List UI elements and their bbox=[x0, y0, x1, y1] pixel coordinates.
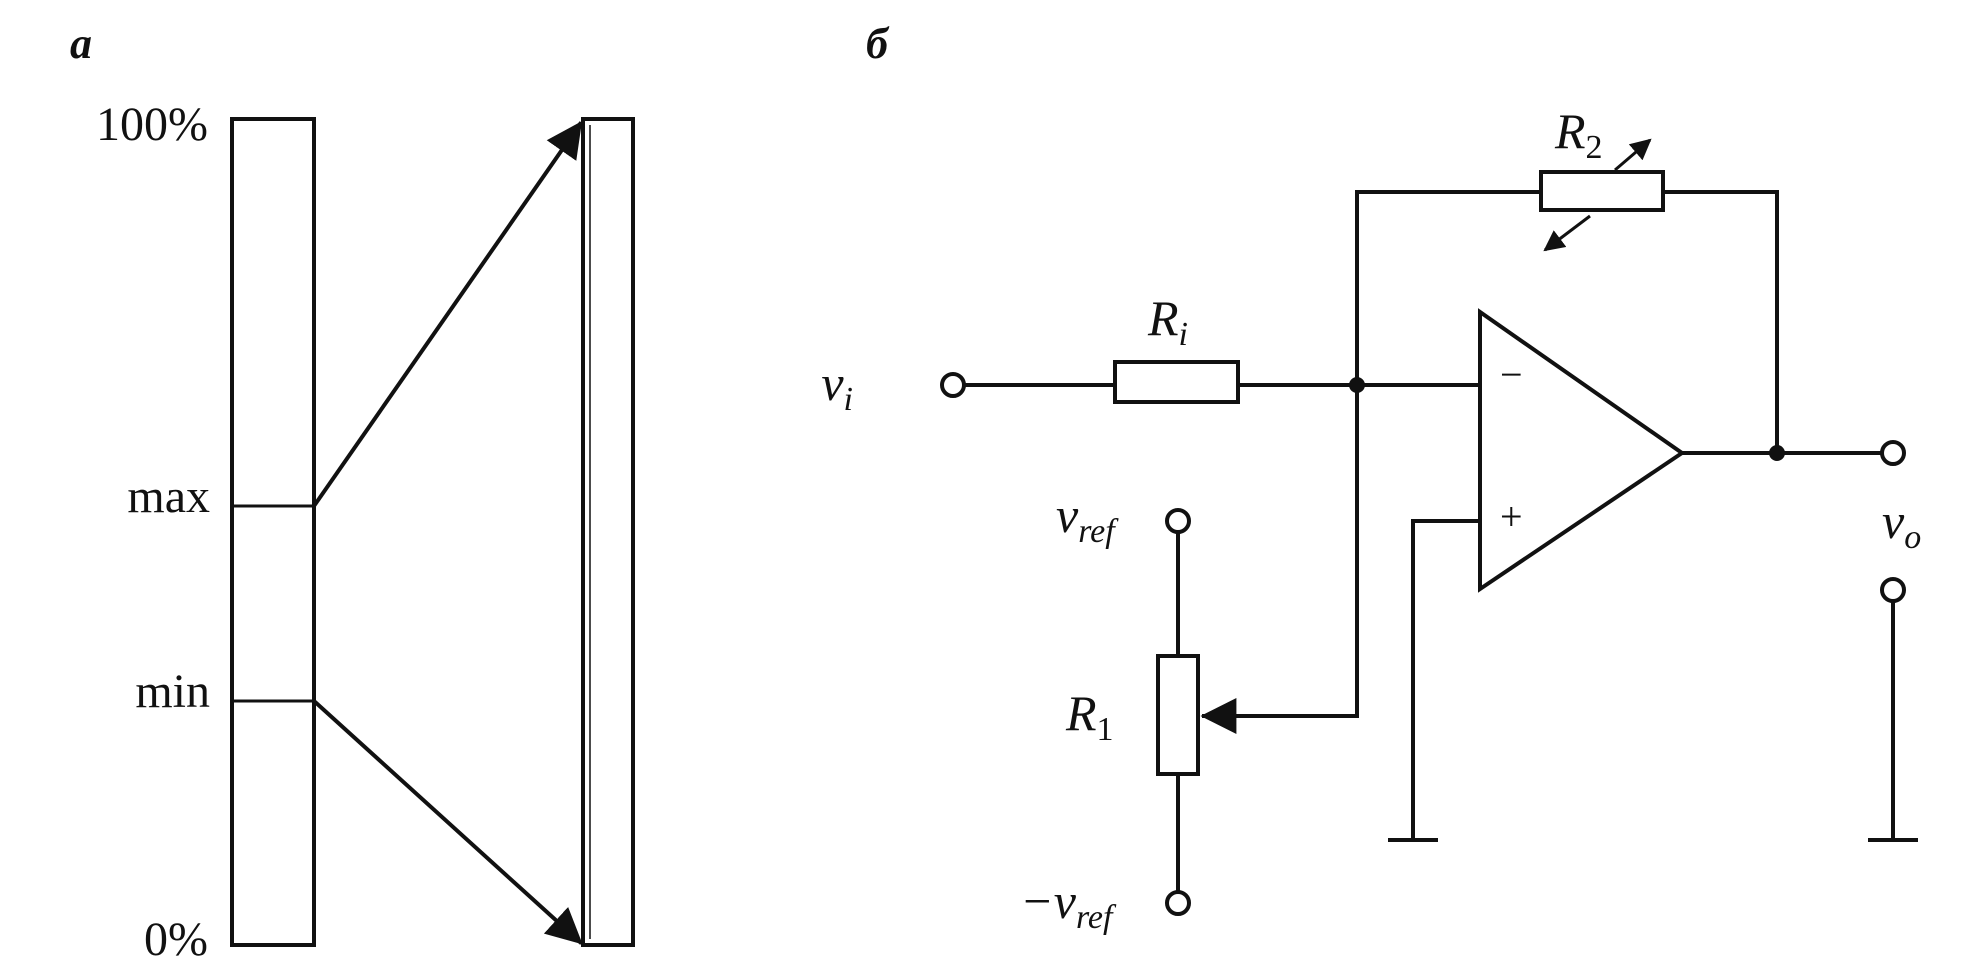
output-voltage-label: vo bbox=[1882, 493, 1921, 556]
min-mapping-arrow bbox=[311, 698, 583, 945]
feedback-resistor-label: R2 bbox=[1554, 103, 1603, 166]
potentiometer-label: R1 bbox=[1065, 685, 1114, 748]
noninverting-input-sign: + bbox=[1500, 494, 1523, 539]
vref-positive-label: vref bbox=[1056, 487, 1119, 550]
full-scale-bar bbox=[230, 117, 316, 947]
panel-a-label: a bbox=[70, 19, 92, 68]
input-resistor-label: Ri bbox=[1147, 290, 1188, 353]
max-label: max bbox=[127, 470, 210, 523]
vref-positive-terminal bbox=[1165, 508, 1191, 534]
vref-negative-terminal bbox=[1165, 890, 1191, 916]
output-terminal bbox=[1880, 440, 1906, 466]
op-amp bbox=[1478, 308, 1686, 593]
scale-top-label: 100% bbox=[96, 98, 208, 151]
output-return-terminal bbox=[1880, 577, 1906, 603]
variable-arrow-up bbox=[1614, 138, 1652, 172]
inverting-input-sign: − bbox=[1500, 352, 1523, 397]
feedback-resistor bbox=[1539, 170, 1665, 212]
input-voltage-label: vi bbox=[821, 355, 853, 418]
vref-negative-label: −vref bbox=[1020, 873, 1117, 936]
potentiometer-resistor bbox=[1156, 654, 1200, 776]
panel-b-label: б bbox=[866, 19, 890, 68]
panel-b: б vi Ri R2 − + vo bbox=[821, 19, 1921, 936]
input-resistor bbox=[1113, 360, 1240, 404]
variable-arrow-down bbox=[1543, 214, 1591, 252]
expanded-scale-bar bbox=[581, 117, 635, 947]
min-label: min bbox=[135, 665, 210, 718]
input-terminal bbox=[940, 372, 966, 398]
scale-bottom-label: 0% bbox=[144, 913, 208, 966]
max-mapping-arrow bbox=[311, 121, 583, 509]
panel-a: a 100% 0% max min bbox=[70, 19, 635, 966]
